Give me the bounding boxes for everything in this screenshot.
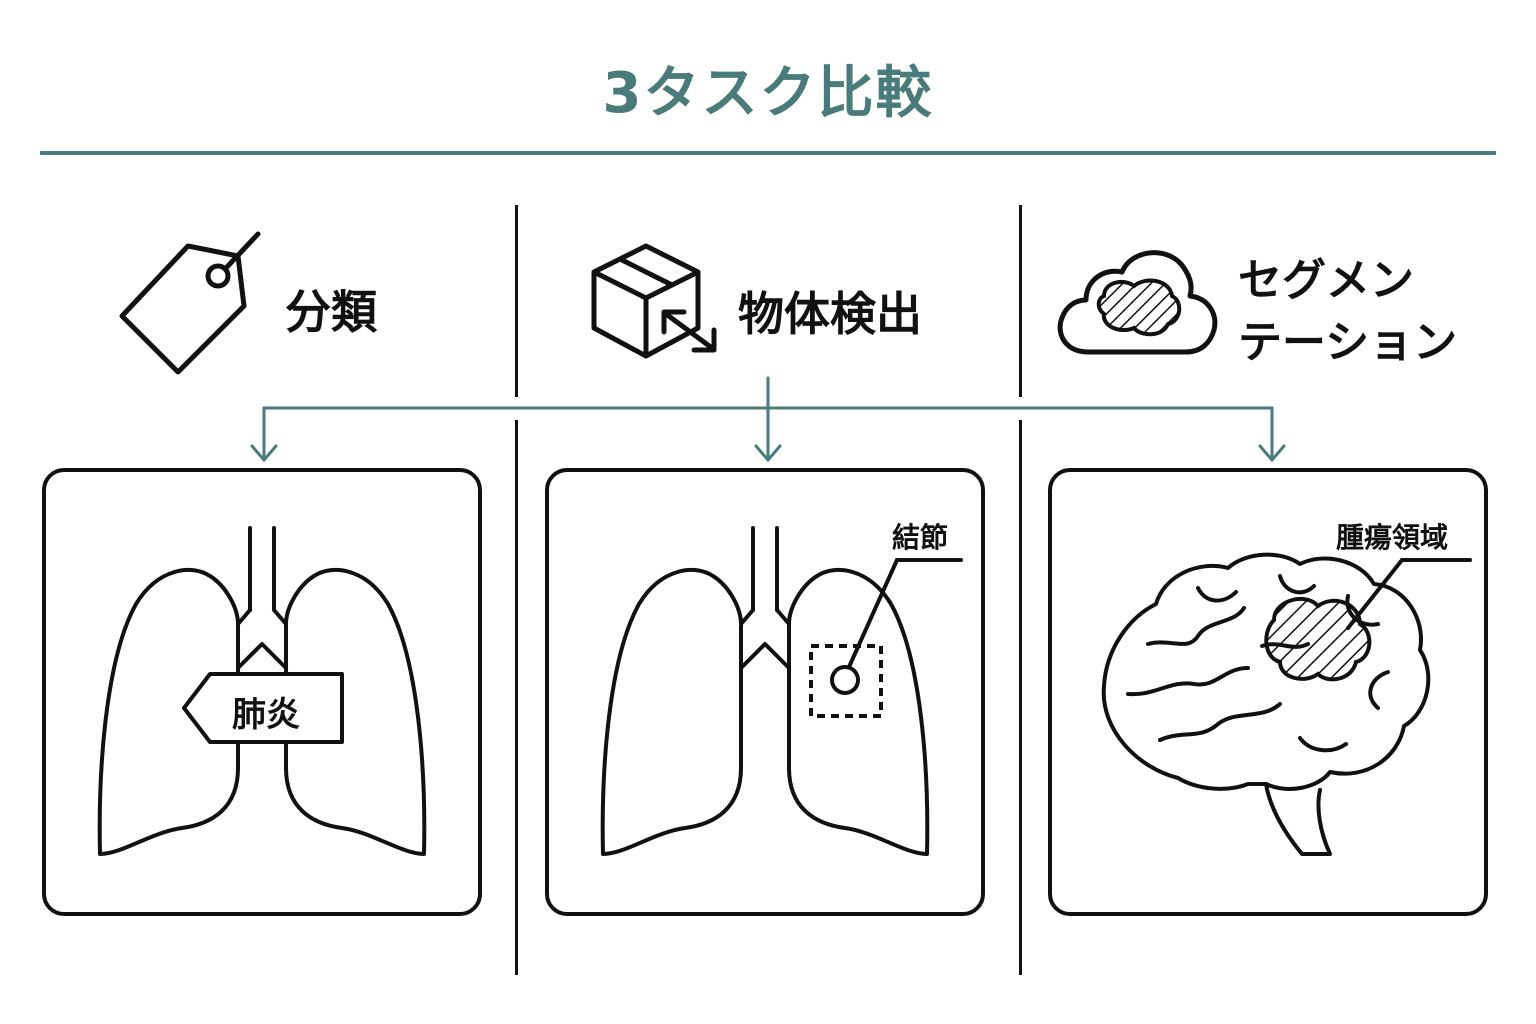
panel-label-tumor-region: 腫瘍領域 [1336,521,1449,554]
column-label-detection: 物体検出 [738,287,922,341]
box-arrow-icon [591,243,717,359]
tag-icon [119,231,261,375]
lungs-icon [97,526,427,856]
title-divider [40,151,1496,155]
column-divider [1019,420,1022,975]
panel-label-pneumonia: 肺炎 [232,695,300,735]
column-label-segmentation-line2: テーション [1238,317,1458,368]
brain-icon [1101,552,1472,856]
column-divider [515,420,518,975]
column-divider [515,205,518,397]
column-divider [1019,205,1022,397]
panel-detection [545,468,985,916]
cloud-hatch-icon [1057,250,1218,355]
lungs-icon [600,526,963,856]
page-title: 3タスク比較 [602,61,934,126]
panel-label-nodule: 結節 [892,521,949,554]
column-label-segmentation-line1: セグメン [1238,255,1414,306]
panel-segmentation [1048,468,1488,916]
column-label-classification: 分類 [285,285,377,339]
